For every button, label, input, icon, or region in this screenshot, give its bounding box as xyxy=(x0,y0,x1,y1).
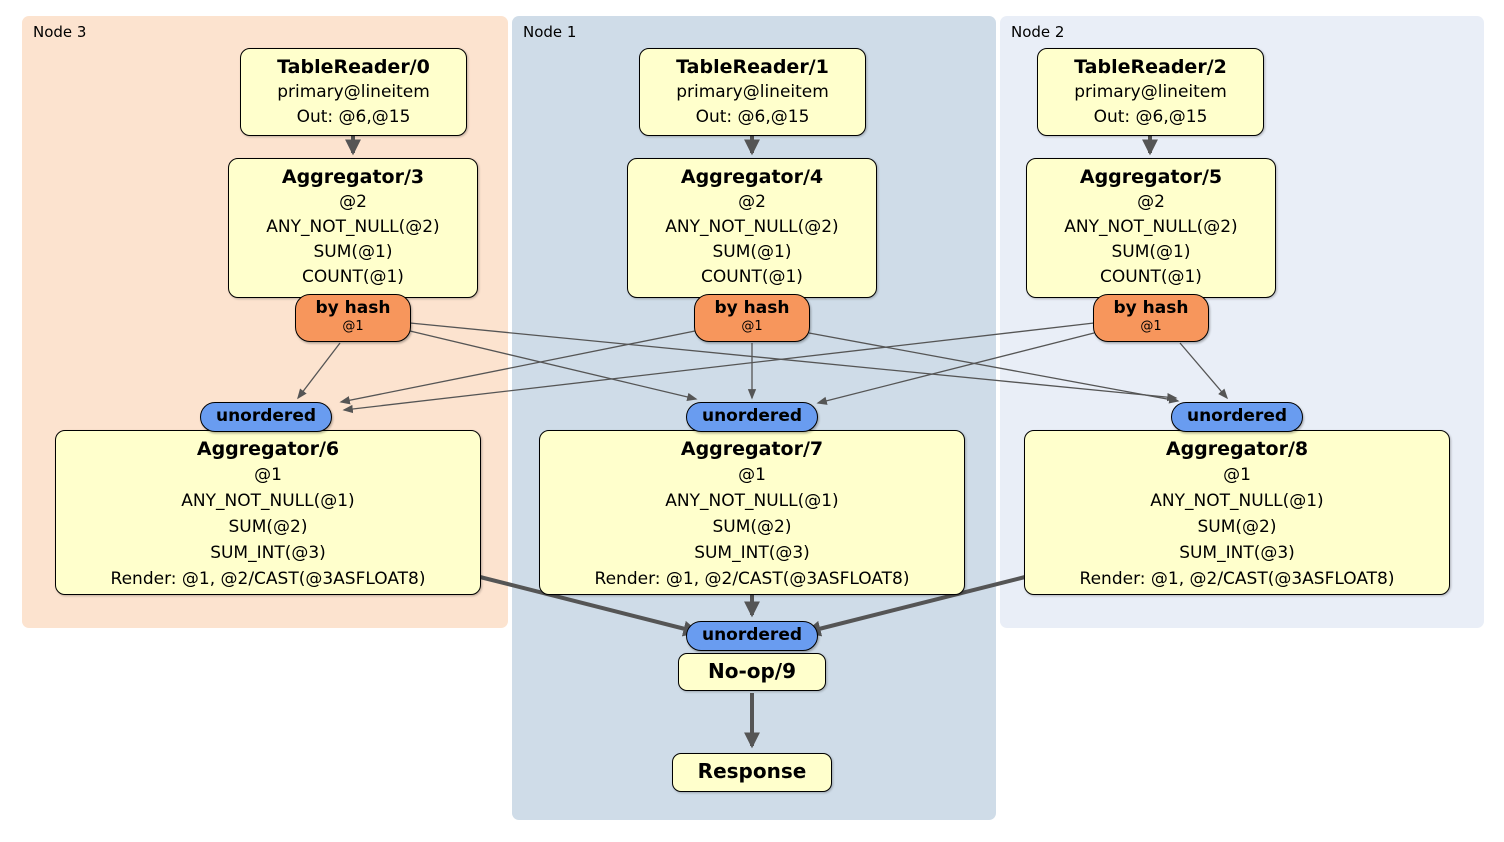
processor-detail: Out: @6,@15 xyxy=(1093,107,1208,127)
aggregator-4-box: Aggregator/4 @2 ANY_NOT_NULL(@2) SUM(@1)… xyxy=(627,158,877,298)
edge-byhash3-unordered2 xyxy=(409,322,1178,402)
processor-title: Aggregator/7 xyxy=(680,438,824,460)
by-hash-router-node3: by hash @1 xyxy=(295,294,411,342)
node-region-label: Node 1 xyxy=(523,23,577,41)
processor-detail: SUM(@1) xyxy=(313,242,393,262)
processor-detail: COUNT(@1) xyxy=(701,267,803,287)
processor-detail: Render: @1, @2/CAST(@3ASFLOAT8) xyxy=(1079,569,1395,589)
processor-detail: ANY_NOT_NULL(@2) xyxy=(266,217,440,237)
processor-detail: COUNT(@1) xyxy=(302,267,404,287)
unordered-stream-final: unordered xyxy=(686,621,818,651)
processor-detail: ANY_NOT_NULL(@1) xyxy=(665,491,839,511)
unordered-stream-node1: unordered xyxy=(686,402,818,432)
table-reader-0-box: TableReader/0 primary@lineitem Out: @6,@… xyxy=(240,48,467,136)
response-box: Response xyxy=(672,753,832,792)
processor-detail: @2 xyxy=(339,192,367,212)
router-label: by hash xyxy=(315,298,391,318)
table-reader-2-box: TableReader/2 primary@lineitem Out: @6,@… xyxy=(1037,48,1264,136)
aggregator-7-box: Aggregator/7 @1 ANY_NOT_NULL(@1) SUM(@2)… xyxy=(539,430,965,595)
router-key: @1 xyxy=(741,319,763,334)
processor-detail: Out: @6,@15 xyxy=(296,107,411,127)
processor-title: TableReader/2 xyxy=(1074,56,1227,78)
noop-9-box: No-op/9 xyxy=(678,653,826,691)
processor-title: Aggregator/4 xyxy=(680,166,824,188)
unordered-stream-node3: unordered xyxy=(200,402,332,432)
edge-byhash2-unordered3 xyxy=(342,322,1095,414)
by-hash-router-node2: by hash @1 xyxy=(1093,294,1209,342)
processor-detail: SUM(@2) xyxy=(228,517,308,537)
aggregator-5-box: Aggregator/5 @2 ANY_NOT_NULL(@2) SUM(@1)… xyxy=(1026,158,1276,298)
aggregator-3-box: Aggregator/3 @2 ANY_NOT_NULL(@2) SUM(@1)… xyxy=(228,158,478,298)
processor-detail: ANY_NOT_NULL(@2) xyxy=(1064,217,1238,237)
processor-detail: ANY_NOT_NULL(@1) xyxy=(1150,491,1324,511)
edge-byhash3-unordered1 xyxy=(409,330,698,402)
table-reader-1-box: TableReader/1 primary@lineitem Out: @6,@… xyxy=(639,48,866,136)
processor-detail: COUNT(@1) xyxy=(1100,267,1202,287)
processor-detail: ANY_NOT_NULL(@1) xyxy=(181,491,355,511)
processor-detail: SUM(@2) xyxy=(1197,517,1277,537)
processor-detail: SUM_INT(@3) xyxy=(1179,543,1295,563)
edge-byhash1-unordered3 xyxy=(339,330,696,405)
edge-byhash2-unordered2 xyxy=(1179,342,1229,400)
by-hash-router-node1: by hash @1 xyxy=(694,294,810,342)
aggregator-6-box: Aggregator/6 @1 ANY_NOT_NULL(@1) SUM(@2)… xyxy=(55,430,481,595)
processor-detail: SUM(@2) xyxy=(712,517,792,537)
node-region-label: Node 3 xyxy=(33,23,87,41)
router-label: by hash xyxy=(1113,298,1189,318)
node-region-label: Node 2 xyxy=(1011,23,1065,41)
processor-title: Aggregator/8 xyxy=(1165,438,1309,460)
unordered-stream-node2: unordered xyxy=(1171,402,1303,432)
processor-detail: primary@lineitem xyxy=(277,82,430,102)
processor-detail: @1 xyxy=(1223,465,1251,485)
router-label: by hash xyxy=(714,298,790,318)
processor-title: Aggregator/5 xyxy=(1079,166,1223,188)
router-key: @1 xyxy=(1140,319,1162,334)
processor-detail: SUM_INT(@3) xyxy=(210,543,326,563)
processor-detail: @1 xyxy=(254,465,282,485)
processor-title: TableReader/1 xyxy=(676,56,829,78)
processor-detail: ANY_NOT_NULL(@2) xyxy=(665,217,839,237)
router-key: @1 xyxy=(342,319,364,334)
processor-detail: Render: @1, @2/CAST(@3ASFLOAT8) xyxy=(594,569,910,589)
edge-aggregator8-unordered-final xyxy=(804,575,1026,637)
processor-detail: @2 xyxy=(738,192,766,212)
processor-title: TableReader/0 xyxy=(277,56,430,78)
processor-detail: @1 xyxy=(738,465,766,485)
edge-byhash3-unordered3 xyxy=(297,342,341,400)
edge-aggregator6-unordered-final xyxy=(479,575,700,637)
processor-title: Aggregator/3 xyxy=(281,166,425,188)
processor-detail: @2 xyxy=(1137,192,1165,212)
processor-detail: SUM(@1) xyxy=(712,242,792,262)
processor-detail: primary@lineitem xyxy=(676,82,829,102)
processor-detail: Out: @6,@15 xyxy=(695,107,810,127)
processor-detail: SUM_INT(@3) xyxy=(694,543,810,563)
processor-detail: primary@lineitem xyxy=(1074,82,1227,102)
processor-detail: SUM(@1) xyxy=(1111,242,1191,262)
aggregator-8-box: Aggregator/8 @1 ANY_NOT_NULL(@1) SUM(@2)… xyxy=(1024,430,1450,595)
processor-title: Aggregator/6 xyxy=(196,438,340,460)
edge-byhash2-unordered1 xyxy=(816,332,1095,405)
edge-byhash1-unordered2 xyxy=(808,332,1180,404)
processor-detail: Render: @1, @2/CAST(@3ASFLOAT8) xyxy=(110,569,426,589)
